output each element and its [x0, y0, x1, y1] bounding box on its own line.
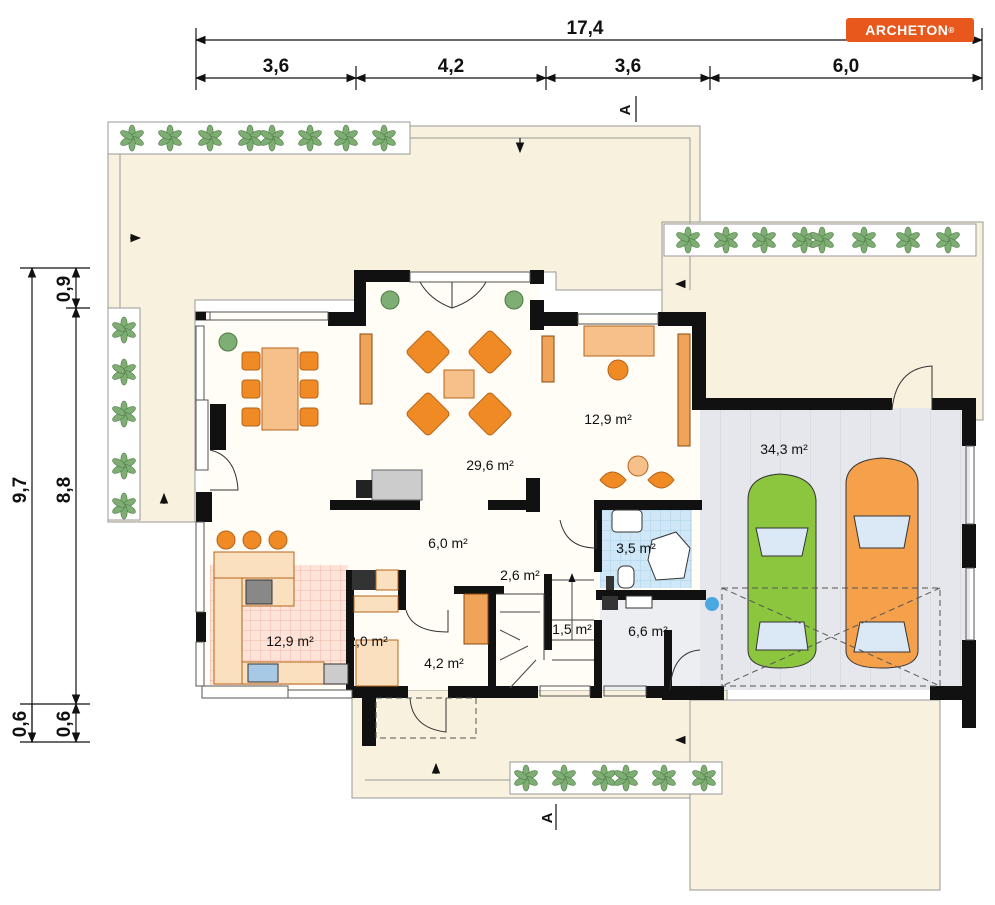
area-vestibule: 4,2 m²: [424, 655, 464, 671]
area-pantry: 2,0 m²: [348, 633, 388, 649]
car-orange: [845, 457, 919, 669]
plant-icon: [676, 226, 700, 254]
total-depth-label: 9,7: [10, 477, 31, 503]
plant-icon: [334, 124, 358, 152]
bottom-offset-left-label: 0,6: [10, 711, 31, 737]
inner-depth-label: 8,8: [54, 477, 75, 503]
area-study: 12,9 m²: [584, 411, 632, 427]
plant-icon: [504, 290, 524, 310]
plants: [218, 290, 524, 352]
plant-icon: [714, 226, 738, 254]
plant-icon: [112, 452, 136, 480]
plant-icon: [896, 226, 920, 254]
segment-1-label: 3,6: [263, 56, 289, 77]
plant-icon: [514, 764, 538, 792]
archeton-logo: ARCHETON®: [846, 18, 974, 42]
area-stair-landing: 2,6 m²: [500, 567, 540, 583]
planter-top: [107, 121, 411, 155]
bathroom-set: [602, 509, 719, 611]
garage-door-outline: [721, 587, 941, 687]
segment-3-label: 3,6: [615, 56, 641, 77]
room-area-labels: 29,6 m² 12,9 m² 34,3 m² 6,0 m² 3,5 m² 2,…: [266, 411, 808, 671]
plant-icon: [552, 764, 576, 792]
plant-icon: [810, 226, 834, 254]
doors: [209, 281, 933, 733]
staircase: [496, 573, 594, 689]
area-dining-living: 29,6 m²: [466, 457, 514, 473]
total-width-label: 17,4: [567, 18, 604, 39]
walls: [195, 270, 976, 746]
plant-icon: [380, 290, 400, 310]
kitchen-set: [213, 530, 489, 687]
dimension-labels: 17,4 3,6 4,2 3,6 6,0 9,7 8,8 0,9 0,6 0,6…: [10, 18, 859, 823]
dining-set: [241, 347, 319, 431]
plant-icon: [238, 124, 262, 152]
area-bathroom: 3,5 m²: [616, 540, 656, 556]
plant-icon: [112, 358, 136, 386]
living-set: [356, 330, 512, 501]
plant-icon: [652, 764, 676, 792]
plant-icon: [158, 124, 182, 152]
plant-icon: [112, 492, 136, 520]
windows: [195, 271, 975, 699]
area-kitchen: 12,9 m²: [266, 633, 314, 649]
plant-icon: [936, 226, 960, 254]
section-marker-top: A: [617, 104, 634, 115]
plant-icon: [852, 226, 876, 254]
plant-icon: [260, 124, 284, 152]
garage-floor: [700, 408, 970, 690]
plant-icon: [298, 124, 322, 152]
bottom-offset-right-label: 0,6: [54, 711, 75, 737]
entrance-canopy-outline: [375, 697, 477, 739]
logo-text: ARCHETON: [865, 22, 949, 38]
top-offset-label: 0,9: [54, 276, 75, 302]
planter-bottom: [509, 761, 723, 795]
segment-2-label: 4,2: [438, 56, 464, 77]
plant-icon: [198, 124, 222, 152]
area-garage: 34,3 m²: [760, 441, 808, 457]
area-hall: 6,0 m²: [428, 535, 468, 551]
plant-icon: [372, 124, 396, 152]
plant-icon: [112, 316, 136, 344]
terrace-areas: [107, 125, 984, 891]
study-set: [541, 325, 691, 489]
segment-4-label: 6,0: [833, 56, 859, 77]
section-marker-bottom: A: [539, 812, 556, 823]
driveway: [689, 699, 941, 891]
car-green: [747, 473, 817, 669]
area-utility: 6,6 m²: [628, 623, 668, 639]
plant-icon: [592, 764, 616, 792]
plant-icon: [692, 764, 716, 792]
plant-icon: [218, 332, 238, 352]
area-stair-small: 1,5 m²: [552, 621, 592, 637]
plant-icon: [112, 400, 136, 428]
plant-icon: [614, 764, 638, 792]
plant-icon: [120, 124, 144, 152]
plant-icon: [752, 226, 776, 254]
